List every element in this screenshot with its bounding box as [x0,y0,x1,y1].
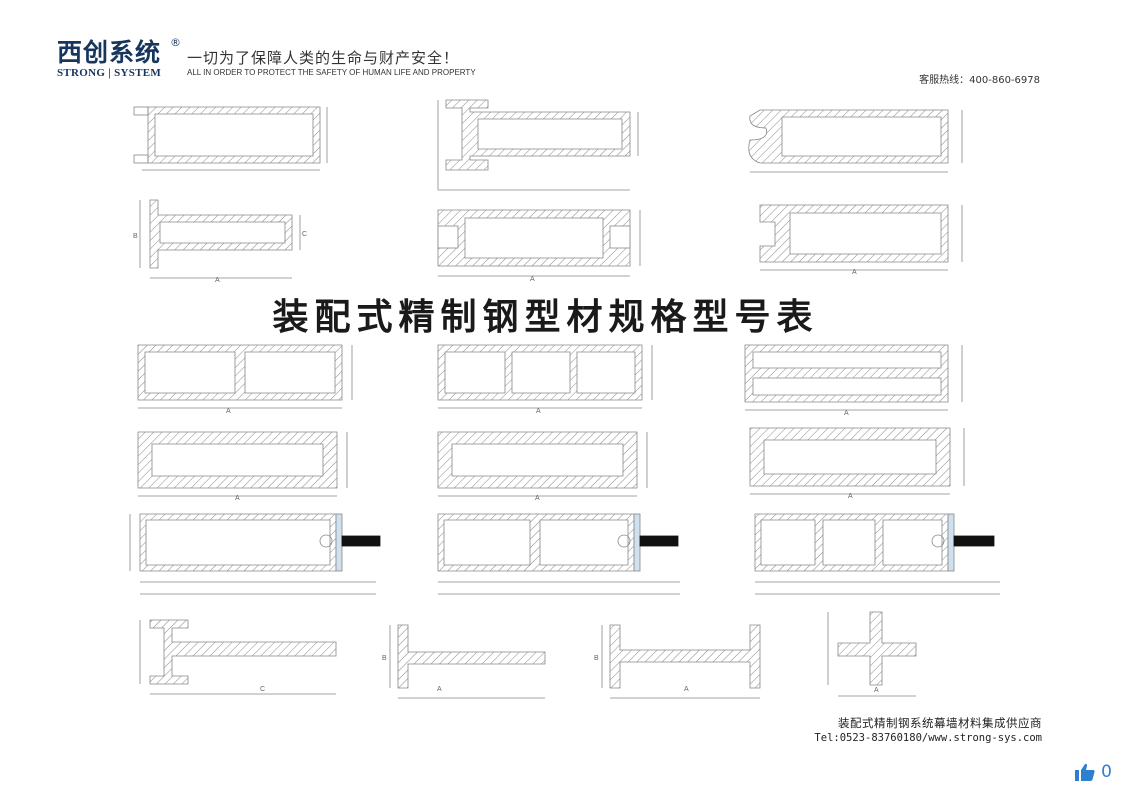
dim-label: A [536,408,541,415]
dim-label: A [226,408,231,415]
profile-row2-col1 [139,199,301,279]
dim-label: A [535,495,540,502]
dim-label: B [594,655,599,662]
dim-label: C [260,686,265,693]
thumbs-up-icon [1075,763,1095,781]
dim-label: B [133,233,138,240]
profile-row3-col1 [137,344,353,409]
profile-row2-col2 [437,209,641,277]
profile-row1-col3 [748,109,963,173]
dim-label: A [437,686,442,693]
dim-label: A [848,493,853,500]
profile-row3-col3 [744,344,963,411]
page-title: 装配式精制钢型材规格型号表 [0,288,1131,340]
profile-row6-col1 [139,619,337,695]
profile-row4-col1 [137,431,348,497]
profile-row6-col4 [827,611,917,697]
profile-row6-col3 [601,624,761,699]
dim-label: B [382,655,387,662]
dim-label: A [874,687,879,694]
page-title-text: 装配式精制钢型材规格型号表 [272,297,819,338]
dim-label: A [844,410,849,417]
dim-label: A [235,495,240,502]
slogan-english: ALL IN ORDER TO PROTECT THE SAFETY OF HU… [187,68,476,77]
profile-row1-col2 [437,99,639,191]
dim-label: A [530,276,535,283]
slogan-chinese: 一切为了保障人类的生命与财产安全！ [187,49,460,67]
profile-row6-col2 [389,624,546,699]
dim-label: A [852,269,857,276]
dim-label: A [215,277,220,284]
like-count: 0 [1101,762,1112,782]
dim-label: A [684,686,689,693]
company-logo: 西创系统 ® STRONG | SYSTEM [57,36,181,79]
profile-row2-col3 [759,204,963,271]
footer-supplier: 装配式精制钢系统幕墙材料集成供应商 [838,716,1042,730]
dim-label: C [302,231,307,238]
profile-row3-col2 [437,344,653,409]
registered-mark: ® [170,36,181,49]
footer-contact: Tel:0523-83760180/www.strong-sys.com [814,732,1042,744]
like-button[interactable]: 0 [1075,762,1112,782]
profile-row1-col1 [133,106,328,171]
profile-row4-col3 [749,427,965,495]
profile-row5-col2 [437,513,680,595]
service-hotline: 客服热线：400-860-6978 [919,75,1040,86]
profile-row5-col1 [129,513,381,595]
profile-row4-col2 [437,431,648,497]
logo-english-name: STRONG | SYSTEM [57,67,162,79]
logo-chinese-name: 西创系统 [57,38,162,67]
profile-row5-col3 [754,513,1000,595]
